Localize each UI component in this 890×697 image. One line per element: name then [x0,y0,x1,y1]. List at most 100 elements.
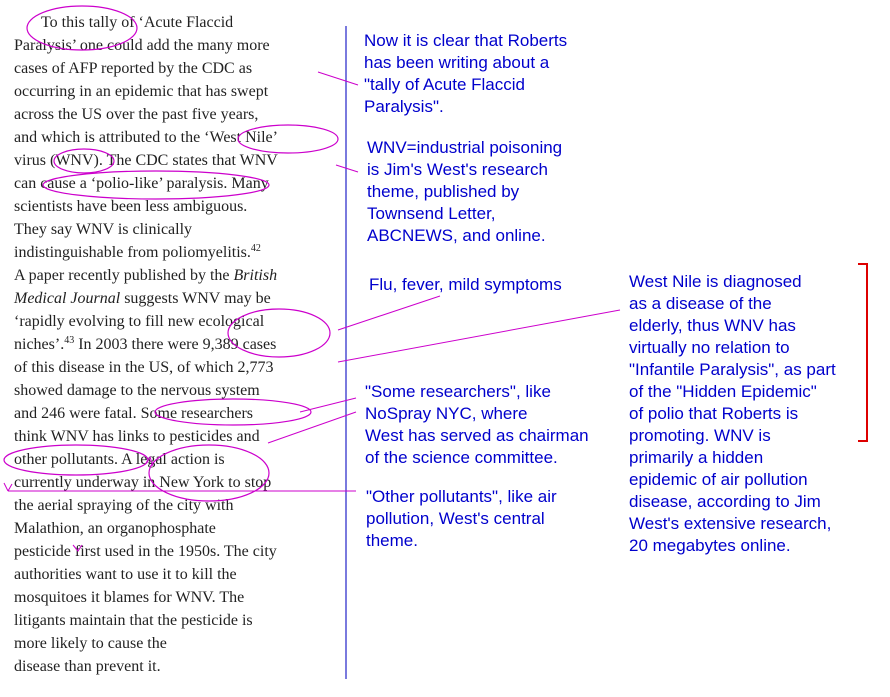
footnote-number: 43 [64,335,75,346]
note-wnv-industrial-line: is Jim's West's research [367,160,548,179]
note-researchers-line: of the science committee. [365,448,558,467]
note-wnv-industrial-line: ABCNEWS, and online. [367,226,546,245]
note-tally-line: Now it is clear that Roberts [364,31,568,50]
note-researchers-line: West has served as chairman [365,426,589,445]
note-tally-line: "tally of Acute Flaccid [364,75,525,94]
line-text: authorities want to use it to kill the [14,566,237,583]
book-line: ‘rapidly evolving to fill new ecological [14,312,264,332]
line-text: disease than prevent it. [14,658,161,675]
book-line: across the US over the past five years, [14,105,258,125]
note-west-nile-elderly-line: of polio that Roberts is [629,404,799,423]
book-line: showed damage to the nervous system [14,381,260,401]
note-pollutants-line: theme. [366,531,418,550]
book-line: niches’.43 In 2003 there were 9,389 case… [14,335,276,355]
note-west-nile-elderly-line: elderly, thus WNV has [629,316,796,335]
note-pollutants-line: "Other pollutants", like air [366,487,557,506]
note-west-nile-elderly-line: as a disease of the [629,294,772,313]
line-text: Malathion, an organophosphate [14,520,216,537]
line-text: litigants maintain that the pesticide is [14,612,253,629]
note-west-nile-elderly-line: primarily a hidden [629,448,764,467]
line-text: pesticide first used in the 1950s. The c… [14,543,277,560]
line-text: showed damage to the nervous system [14,382,260,399]
note-west-nile-elderly-line: West Nile is diagnosed [629,272,802,291]
line-text: occurring in an epidemic that has swept [14,83,269,100]
note-west-nile-elderly-line: epidemic of air pollution [629,470,808,489]
line-text: mosquitoes it blames for WNV. The [14,589,245,606]
line-text: more likely to cause the [14,635,167,652]
connector-wnv [335,164,359,173]
line-text-rest: In 2003 there were 9,389 cases [74,336,277,353]
note-west-nile-elderly-line: promoting. WNV is [629,426,771,445]
book-line: indistinguishable from poliomyelitis.42 [14,243,261,263]
note-west-nile-elderly-line: 20 megabytes online. [629,536,791,555]
note-wnv-industrial-line: WNV=industrial poisoning [367,138,563,157]
line-text: niches’. [14,336,65,353]
line-text: of this disease in the US, of which 2,77… [14,359,274,376]
book-line: can cause a ‘polio-like’ paralysis. Many [14,174,269,194]
book-line: Paralysis’ one could add the many more [14,36,270,56]
line-text: can cause a ‘polio-like’ paralysis. Many [14,175,269,192]
connector-flu [337,295,441,331]
book-line: and 246 were fatal. Some researchers [14,404,253,424]
book-line: occurring in an epidemic that has swept [14,82,268,102]
book-line: virus (WNV). The CDC states that WNV [14,151,278,171]
note-researchers-line: NoSpray NYC, where [365,404,528,423]
line-text: A paper recently published by the [14,267,234,284]
book-line: think WNV has links to pesticides and [14,427,260,447]
line-text: scientists have been less ambiguous. [14,198,248,215]
line-text: cases of AFP reported by the CDC as [14,60,253,77]
note-west-nile-elderly-line: virtually no relation to [629,338,790,357]
book-line: currently underway in New York to stop [14,473,271,493]
note-researchers-line: "Some researchers", like [365,382,551,401]
note-pollutants-line: pollution, West's central [366,509,545,528]
connector-pollutants-arrow [3,482,13,492]
line-text: Paralysis’ one could add the many more [14,37,270,54]
note-west-nile-elderly-line: disease, according to Jim [629,492,821,511]
red-bracket [858,263,868,442]
book-line: of this disease in the US, of which 2,77… [14,358,274,378]
line-text: indistinguishable from poliomyelitis. [14,244,251,261]
line-text: and 246 were fatal. Some researchers [14,405,253,422]
italic-text: Medical Journal [14,290,121,307]
note-west-nile-elderly-line: of the "Hidden Epidemic" [629,382,817,401]
line-text: virus (WNV). The CDC states that WNV [14,152,278,169]
line-text: They say WNV is clinically [14,221,193,238]
book-line: pesticide first used in the 1950s. The c… [14,542,277,562]
line-text: across the US over the past five years, [14,106,259,123]
connector-researchers-a [299,397,357,413]
note-flu-line: Flu, fever, mild symptoms [369,275,562,294]
book-line: Medical Journal suggests WNV may be [14,289,271,309]
book-line: cases of AFP reported by the CDC as [14,59,252,79]
book-line: and which is attributed to the ‘West Nil… [14,128,278,148]
book-line: the aerial spraying of the city with [14,496,233,516]
line-text: the aerial spraying of the city with [14,497,234,514]
book-line: Malathion, an organophosphate [14,519,216,539]
book-line: mosquitoes it blames for WNV. The [14,588,244,608]
book-line: They say WNV is clinically [14,220,192,240]
connector-cases [337,309,621,363]
italic-text: British [233,267,278,284]
book-line: disease than prevent it. [14,657,161,677]
line-text-rest: suggests WNV may be [120,290,271,307]
note-wnv-industrial-line: theme, published by [367,182,520,201]
line-text: and which is attributed to the ‘West Nil… [14,129,278,146]
book-line: To this tally of ‘Acute Flaccid [41,13,233,33]
line-text: think WNV has links to pesticides and [14,428,260,445]
book-line: more likely to cause the [14,634,167,654]
connector-researchers-b [267,411,357,444]
book-line: scientists have been less ambiguous. [14,197,247,217]
book-line: authorities want to use it to kill the [14,565,237,585]
book-line: other pollutants. A legal action is [14,450,225,470]
note-west-nile-elderly-line: West's extensive research, [629,514,832,533]
book-line: litigants maintain that the pesticide is [14,611,253,631]
line-text: ‘rapidly evolving to fill new ecological [14,313,265,330]
note-tally-line: has been writing about a [364,53,550,72]
line-text: other pollutants. A legal action is [14,451,225,468]
note-tally-line: Paralysis". [364,97,444,116]
line-text: currently underway in New York to stop [14,474,272,491]
note-west-nile-elderly-line: "Infantile Paralysis", as part [629,360,836,379]
note-wnv-industrial-line: Townsend Letter, [367,204,496,223]
book-line: A paper recently published by the Britis… [14,266,277,286]
footnote-number: 42 [250,243,261,254]
